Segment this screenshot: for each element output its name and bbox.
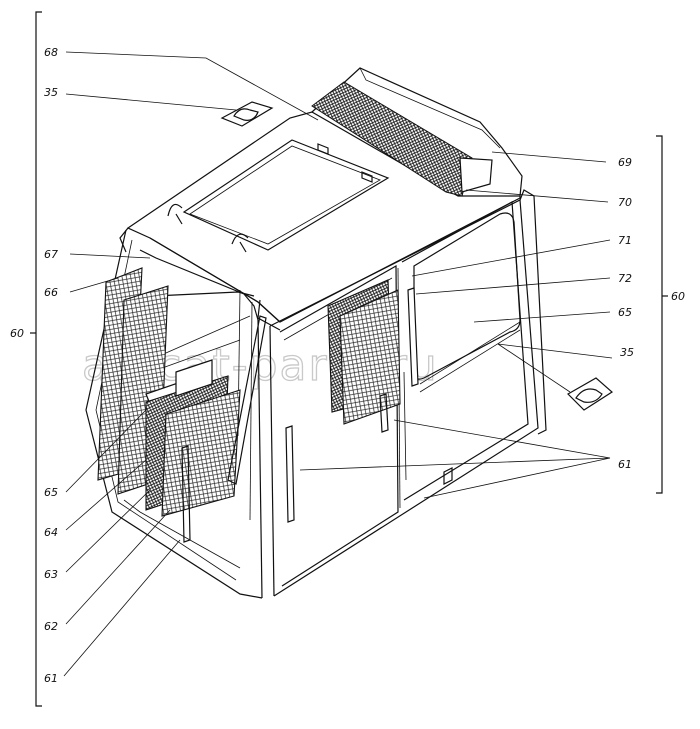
callout-71: 71 xyxy=(618,234,632,247)
fastener-35-right xyxy=(567,377,613,411)
callout-63: 63 xyxy=(44,568,58,581)
callout-64: 64 xyxy=(44,526,58,539)
callout-68: 68 xyxy=(44,46,58,59)
callout-61-right: 61 xyxy=(618,458,632,471)
callout-35-top: 35 xyxy=(44,86,58,99)
mesh-panels xyxy=(97,267,419,517)
left-bracket-label: 60 xyxy=(10,327,24,340)
callout-62: 62 xyxy=(44,620,58,633)
callout-67: 67 xyxy=(44,248,58,261)
callout-72: 72 xyxy=(618,272,632,285)
callout-61-left: 61 xyxy=(44,672,58,685)
callout-70: 70 xyxy=(618,196,632,209)
callout-35-right: 35 xyxy=(620,346,634,359)
callout-66: 66 xyxy=(44,286,58,299)
right-bracket-label: 60 xyxy=(671,290,685,303)
callout-65-right: 65 xyxy=(618,306,632,319)
right-bracket: 60 xyxy=(656,135,685,494)
callout-labels: 68 35 67 66 65 64 63 62 61 69 70 71 72 6… xyxy=(44,46,634,685)
fastener-35-top xyxy=(220,101,274,127)
leader-lines xyxy=(63,51,613,677)
callout-69: 69 xyxy=(618,156,632,169)
handrail-strips xyxy=(181,315,389,543)
callout-65-left: 65 xyxy=(44,486,58,499)
left-bracket: 60 xyxy=(10,11,42,707)
